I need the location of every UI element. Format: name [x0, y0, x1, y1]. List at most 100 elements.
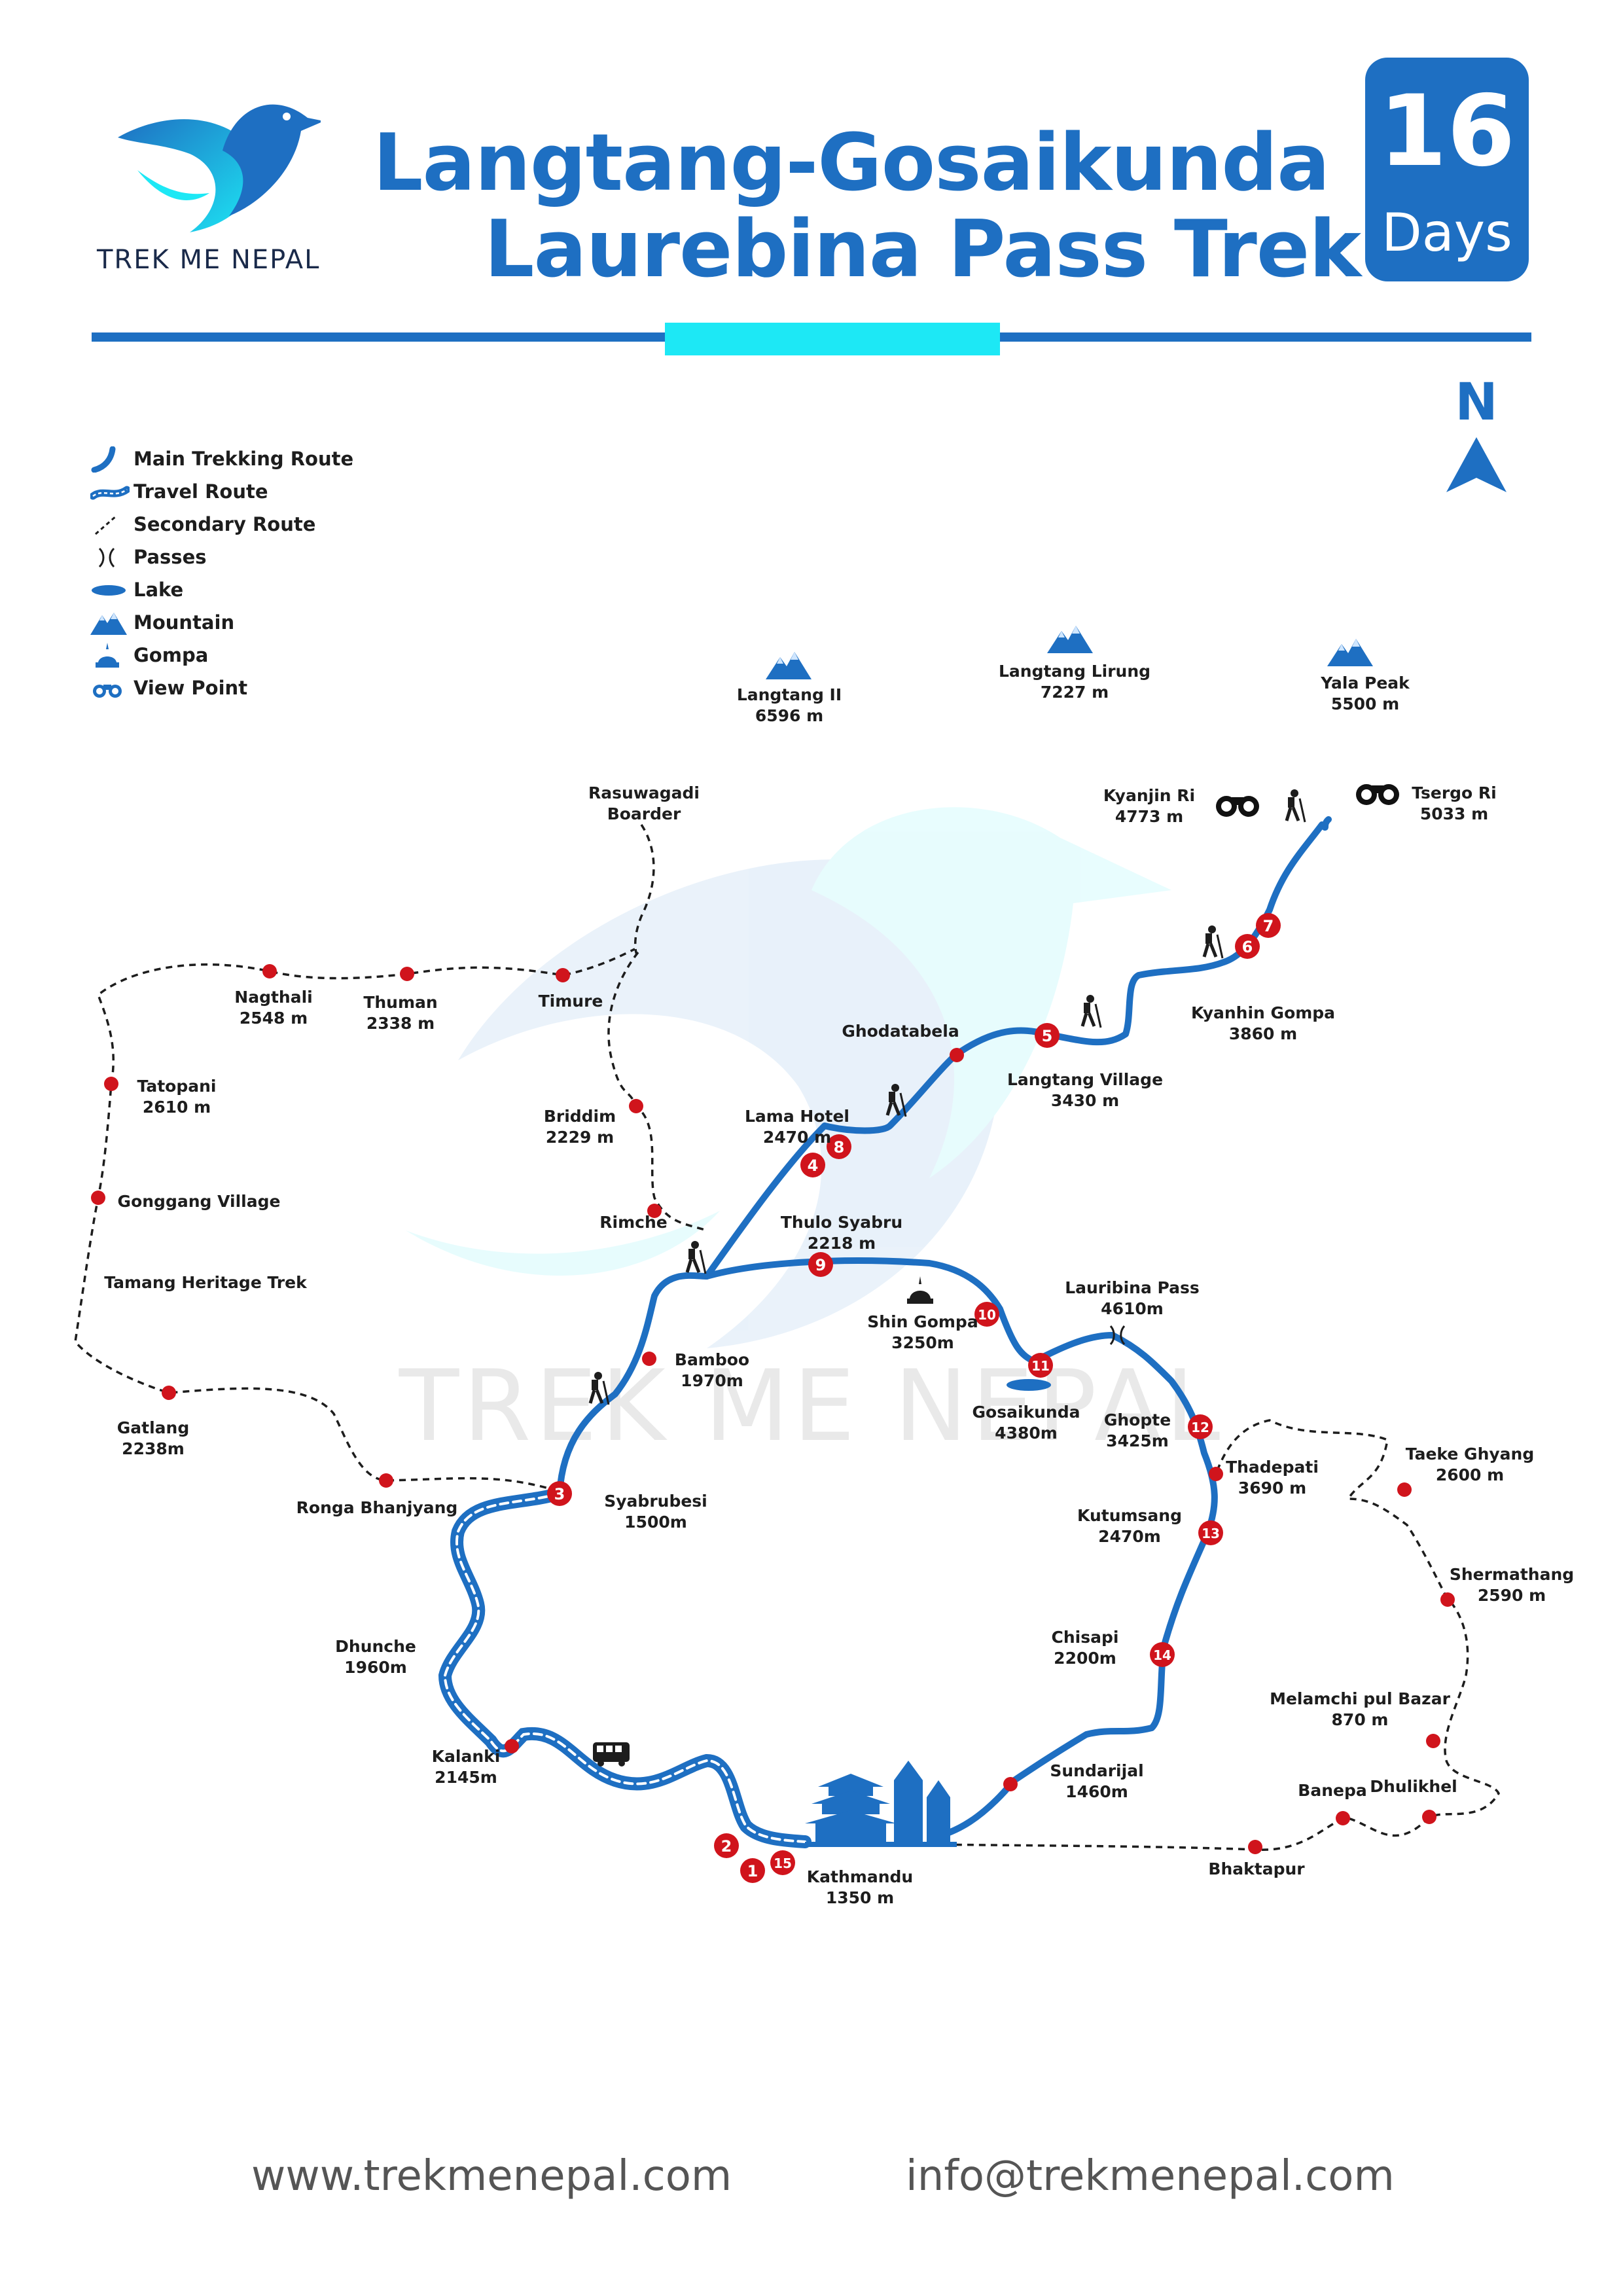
footer-email[interactable]: info@trekmenepal.com: [906, 2152, 1395, 2200]
watermark-bird: [406, 807, 1171, 1348]
north-arrow-icon: [1446, 437, 1507, 492]
svg-text:5: 5: [1042, 1027, 1053, 1045]
place-label-gonggang-village: Gonggang Village: [117, 1192, 281, 1211]
mountain-icons: [766, 626, 1373, 679]
lauribina-pass-marker: [1109, 1325, 1126, 1345]
stop-dot-kalanki: [505, 1739, 519, 1753]
bus-icon: [593, 1742, 630, 1767]
trekker-icon: [1080, 995, 1102, 1028]
day-marker-1: 1: [740, 1858, 765, 1883]
stop-dots: [91, 964, 1455, 1854]
place-label-tamang-heritage-trek: Tamang Heritage Trek: [104, 1273, 307, 1292]
day-marker-7: 7: [1256, 913, 1281, 938]
svg-text:3: 3: [554, 1485, 565, 1503]
day-marker-2: 2: [714, 1833, 739, 1858]
stop-dot-taeke-ghyang: [1397, 1482, 1412, 1497]
place-label-banepa: Banepa: [1298, 1781, 1367, 1800]
svg-text:7: 7: [1263, 917, 1274, 935]
svg-text:10: 10: [978, 1307, 996, 1323]
day-marker-14: 14: [1150, 1642, 1175, 1667]
days-badge: 16 Days: [1365, 58, 1529, 281]
day-marker-12: 12: [1188, 1414, 1213, 1439]
north-compass: N: [1437, 377, 1516, 495]
viewpoint-icons: [1216, 784, 1399, 817]
gosaikunda-lake-icon: [1007, 1379, 1051, 1391]
place-label-ronga-bhanjyang: Ronga Bhanjyang: [296, 1498, 458, 1517]
svg-text:8: 8: [834, 1138, 845, 1157]
mountain-icon: [90, 613, 127, 635]
stop-dot-melamchi: [1426, 1734, 1440, 1748]
page-title-line-1: Langtang-Gosaikunda: [373, 118, 1330, 209]
svg-text:1: 1: [747, 1862, 758, 1880]
trekker-icon: [588, 1372, 610, 1405]
stop-dot-nagthali: [262, 964, 277, 978]
binoculars-icon: [1356, 784, 1399, 805]
stop-dot-thuman: [400, 967, 414, 981]
mountain-icon: [766, 652, 812, 679]
north-label: N: [1455, 373, 1498, 432]
svg-text:2: 2: [721, 1837, 732, 1856]
kathmandu-temple-icon: [805, 1761, 957, 1847]
stop-dot-thadepati: [1209, 1467, 1223, 1481]
stop-dot-ghodatabela: [950, 1048, 964, 1062]
day-markers: 1 2 3 4 5 6 7 8 9 10 11 12 13 14 15: [547, 913, 1281, 1883]
stop-dot-ronga: [379, 1473, 393, 1488]
shin-gompa-icon: [907, 1276, 933, 1304]
trekker-icon: [1202, 925, 1224, 959]
pass-icon: [98, 547, 115, 568]
day-marker-5: 5: [1035, 1023, 1060, 1048]
stop-dot-sundarijal: [1003, 1777, 1018, 1791]
svg-text:9: 9: [815, 1256, 827, 1274]
secondary-route-icon: [95, 514, 117, 535]
day-marker-13: 13: [1198, 1520, 1223, 1545]
place-label-ghodatabela: Ghodatabela: [842, 1022, 959, 1041]
footer-website[interactable]: www.trekmenepal.com: [251, 2152, 732, 2200]
place-label-timure: Timure: [538, 992, 603, 1011]
day-marker-11: 11: [1028, 1353, 1053, 1378]
stop-dot-rimche: [647, 1204, 662, 1218]
trekker-icon: [1285, 789, 1306, 823]
svg-text:14: 14: [1153, 1647, 1171, 1663]
mountain-icon: [1047, 626, 1093, 653]
travel-route: [438, 1487, 812, 1848]
main-route-icon: [91, 446, 116, 473]
secondary-route-helambu: [931, 1419, 1500, 1851]
stop-dot-tatopani: [104, 1077, 118, 1091]
day-marker-4: 4: [800, 1153, 825, 1177]
place-label-dhulikhel: Dhulikhel: [1370, 1777, 1457, 1796]
place-label-rimche: Rimche: [599, 1213, 668, 1232]
header-accent-bar: [665, 323, 1000, 355]
day-marker-15: 15: [770, 1850, 795, 1875]
svg-text:15: 15: [774, 1856, 792, 1871]
day-marker-3: 3: [547, 1481, 572, 1506]
lake-icon: [92, 585, 126, 596]
day-marker-6: 6: [1235, 934, 1260, 959]
viewpoint-icon: [93, 685, 122, 698]
trekker-icons: [588, 789, 1306, 1405]
